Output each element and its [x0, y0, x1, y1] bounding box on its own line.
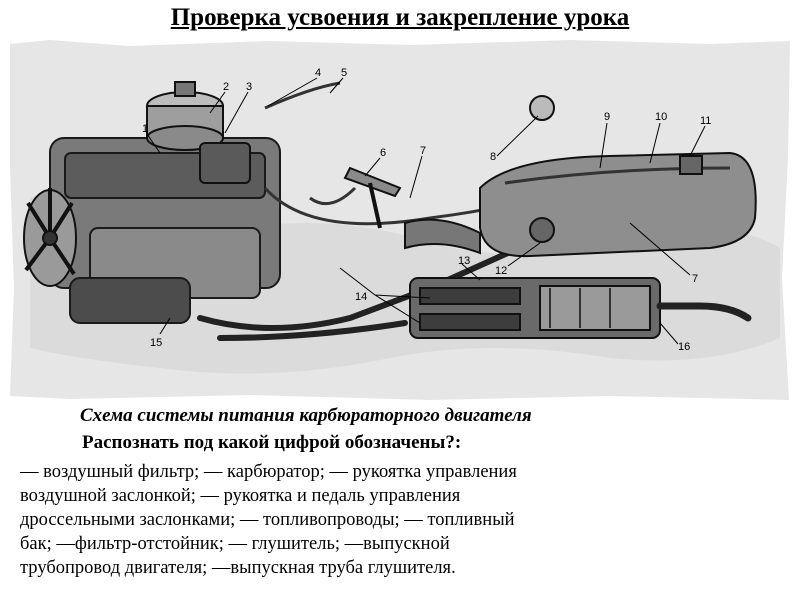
- label-15: 15: [150, 337, 162, 349]
- muffler: [409, 277, 661, 339]
- air-filter: [146, 81, 224, 151]
- carburetor: [199, 142, 251, 184]
- options-line: — воздушный фильтр; — карбюратор; — руко…: [20, 462, 517, 482]
- leader-lines: [146, 77, 706, 345]
- diagram-caption: Схема системы питания карбюраторного дви…: [80, 405, 532, 426]
- label-2: 2: [223, 81, 229, 93]
- label-9: 9: [604, 111, 610, 123]
- label-11: 11: [700, 115, 711, 127]
- label-8: 8: [490, 151, 496, 163]
- label-12: 12: [495, 265, 507, 277]
- label-14: 14: [355, 291, 367, 303]
- label-5: 5: [341, 67, 347, 79]
- label-1: 1: [142, 123, 148, 135]
- label-7b: 7: [692, 273, 698, 285]
- pedal: [343, 166, 402, 229]
- callout-labels: 1 2 3 4 5 6 7 8 9 10 11 7 12 13 14 15 16: [142, 67, 711, 353]
- sediment-filter: [529, 217, 555, 243]
- fuel-gauge: [529, 95, 555, 121]
- label-4: 4: [315, 67, 321, 79]
- options-line: трубопровод двигателя; —выпускная труба …: [20, 558, 456, 578]
- label-16: 16: [678, 341, 690, 353]
- label-3: 3: [246, 81, 252, 93]
- fuel-tank: [479, 151, 757, 258]
- question-text: Распознать под какой цифрой обозначены?:: [82, 432, 462, 453]
- answer-options: — воздушный фильтр; — карбюратор; — руко…: [20, 460, 790, 580]
- fuel-system-diagram: 1 2 3 4 5 6 7 8 9 10 11 7 12 13 14 15 16: [10, 40, 790, 400]
- exhaust-pipes: [197, 240, 533, 341]
- muffler-pipe: [404, 218, 481, 255]
- label-10: 10: [655, 111, 667, 123]
- label-6: 6: [380, 147, 386, 159]
- page-title: Проверка усвоения и закрепление урока: [170, 4, 630, 31]
- options-line: дроссельными заслонками; — топливопровод…: [20, 510, 515, 530]
- fan: [23, 188, 77, 287]
- options-line: бак; —фильтр-отстойник; — глушитель; —вы…: [20, 534, 450, 554]
- label-7: 7: [420, 145, 426, 157]
- tail-pipe: [656, 302, 752, 322]
- options-line: воздушной заслонкой; — рукоятка и педаль…: [20, 486, 461, 506]
- label-13: 13: [458, 255, 470, 267]
